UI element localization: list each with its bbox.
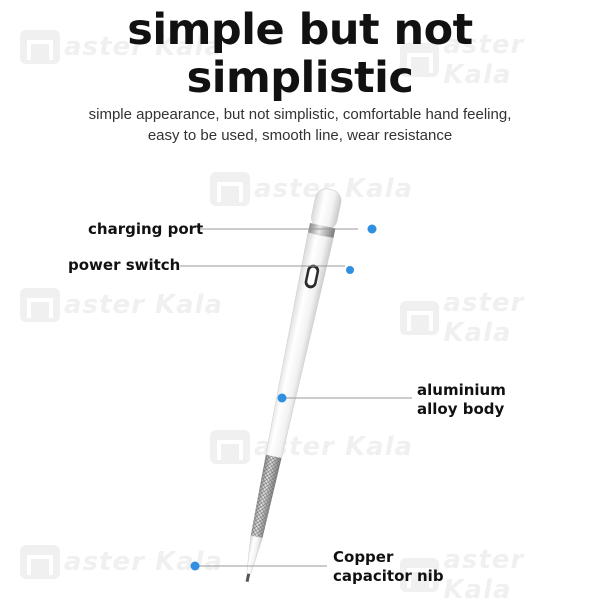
headline: simple but not simplistic [0,6,600,102]
headline-line-2: simplistic [186,53,414,103]
callout-charging-port: charging port [88,220,204,238]
power-switch-dot [346,266,354,274]
callout-nib-line-1: Copper [333,548,394,566]
pen-nib [245,573,251,583]
body-dot [277,393,287,403]
callout-nib: Copper capacitor nib [333,548,444,586]
callout-nib-line-2: capacitor nib [333,567,444,585]
pen-cone [246,535,263,575]
callout-power-switch: power switch [68,256,181,274]
subtitle: simple appearance, but not simplistic, c… [88,106,512,144]
headline-line-1: simple but not [127,5,473,55]
nib-dot [190,561,200,571]
callout-body-line-1: aluminium [417,381,506,399]
charging-port-dot [367,224,377,234]
callout-body-line-2: alloy body [417,400,505,418]
charging-ring [307,222,336,239]
callout-body: aluminium alloy body [417,381,506,419]
pen-body [265,232,334,459]
